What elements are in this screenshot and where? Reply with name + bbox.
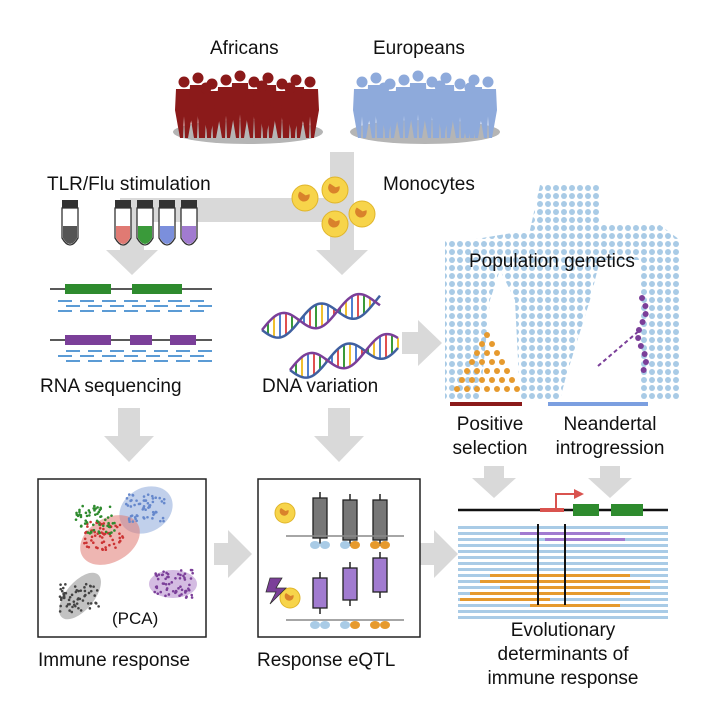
response-eqtl-label: Response eQTL (257, 650, 396, 671)
gene-track-panel (458, 489, 668, 619)
neandertal-label-2: introgression (555, 438, 665, 459)
africans-label: Africans (210, 38, 279, 59)
population-genetics-graph (445, 185, 680, 406)
lightning-icon (265, 577, 287, 605)
evolutionary-label-2: determinants of (497, 644, 629, 665)
population-genetics-label: Population genetics (469, 251, 635, 272)
pca-label: (PCA) (112, 609, 159, 628)
immune-response-label: Immune response (38, 650, 191, 671)
positive-selection-label-2: selection (452, 438, 528, 459)
evolutionary-label-3: immune response (487, 668, 639, 689)
pca-panel (37, 478, 207, 638)
monocytes-label: Monocytes (383, 174, 475, 195)
dna-variation-label: DNA variation (262, 376, 379, 397)
europeans-label: Europeans (373, 38, 465, 59)
dna-helix-icon (261, 292, 399, 379)
neandertal-label-1: Neandertal (563, 414, 657, 435)
stimulation-label: TLR/Flu stimulation (47, 174, 211, 195)
evolutionary-label-1: Evolutionary (510, 620, 616, 641)
people-icon (173, 70, 500, 144)
rna-seq-icon (50, 284, 212, 362)
eqtl-panel (257, 478, 421, 638)
monocyte-icon (291, 176, 376, 238)
tube-icon (61, 200, 198, 246)
positive-selection-label-1: Positive (456, 414, 524, 435)
gene-arrow-icon (555, 493, 575, 509)
rna-sequencing-label: RNA sequencing (40, 376, 182, 397)
